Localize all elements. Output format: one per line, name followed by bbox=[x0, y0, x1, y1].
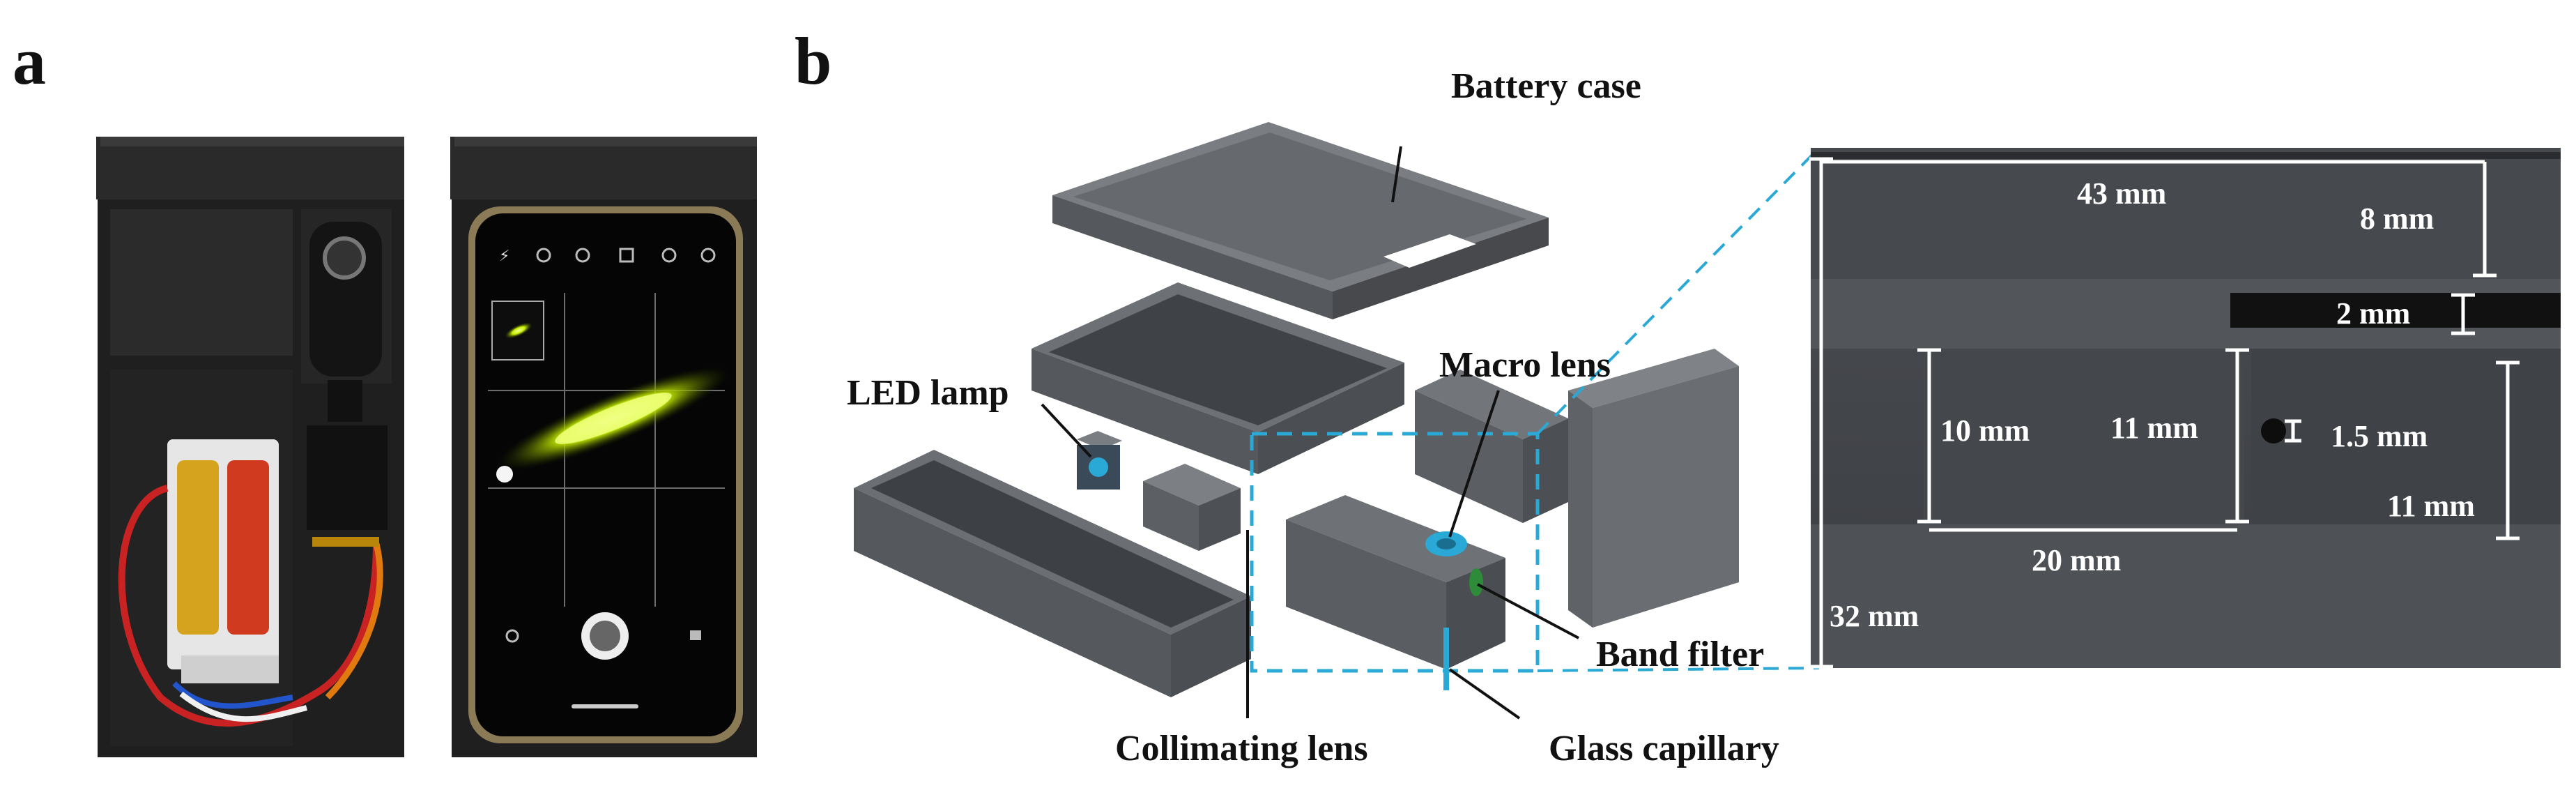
exploded-model bbox=[854, 122, 1820, 697]
battery-case-part bbox=[1052, 122, 1549, 319]
dim-10mm: 10 mm bbox=[1940, 414, 2030, 448]
cross-section-drawing: 43 mm 8 mm 2 mm 10 mm 11 mm 1.5 mm 11 mm… bbox=[1809, 148, 2561, 669]
svg-text:⚡: ⚡ bbox=[499, 248, 509, 265]
callout-lines bbox=[1041, 146, 1579, 720]
battery-case-label: Battery case bbox=[1451, 66, 1641, 106]
dim-8mm: 8 mm bbox=[2360, 202, 2434, 236]
dim-11mm-cavity: 11 mm bbox=[2110, 411, 2198, 445]
trough-part bbox=[854, 450, 1251, 697]
zoom-line-top bbox=[1536, 146, 1820, 435]
zoom-line-bottom bbox=[1537, 667, 1820, 672]
band-filter-label: Band filter bbox=[1596, 635, 1764, 674]
dim-32mm: 32 mm bbox=[1830, 599, 1919, 633]
main-housing-part bbox=[1032, 282, 1404, 474]
device-photo-open-box bbox=[96, 137, 404, 757]
led-lamp-label: LED lamp bbox=[847, 373, 1009, 413]
zoom-region-box bbox=[1250, 432, 1540, 673]
dim-2mm: 2 mm bbox=[2336, 296, 2410, 331]
dim-20mm: 20 mm bbox=[2032, 543, 2121, 577]
panel-b-letter: b bbox=[795, 24, 831, 98]
glass-capillary-label: Glass capillary bbox=[1549, 729, 1779, 768]
macro-lens-label: Macro lens bbox=[1439, 345, 1611, 385]
optics-block-part bbox=[1286, 495, 1505, 690]
led-lamp-part bbox=[1077, 431, 1122, 490]
device-photo-with-smartphone: ⚡ bbox=[450, 137, 757, 757]
dim-43mm: 43 mm bbox=[2077, 176, 2166, 211]
collimating-lens-label: Collimating lens bbox=[1115, 729, 1368, 768]
panel-a-letter: a bbox=[13, 24, 46, 98]
dim-11mm-right: 11 mm bbox=[2387, 489, 2475, 523]
dim-1-5mm: 1.5 mm bbox=[2331, 419, 2428, 453]
